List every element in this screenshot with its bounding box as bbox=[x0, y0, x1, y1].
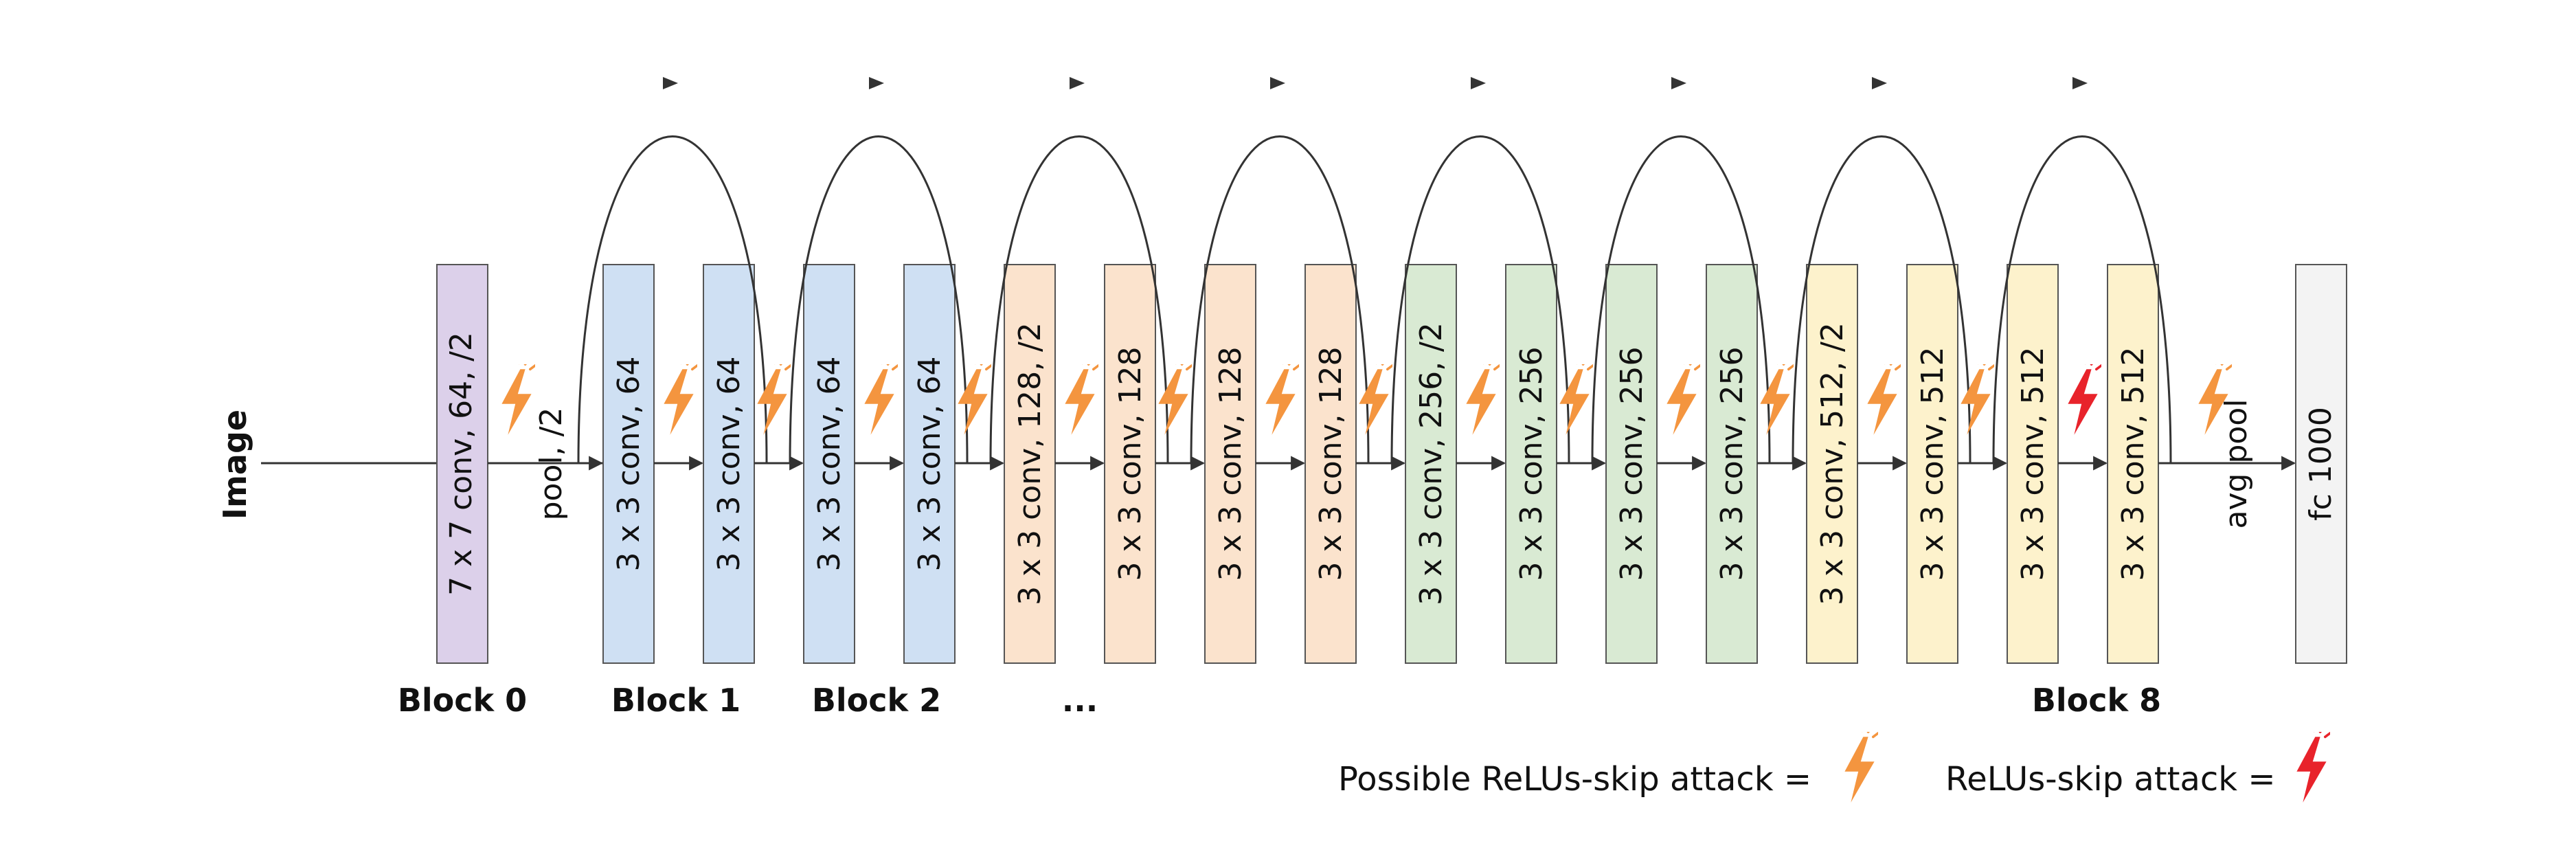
block-label-8: Block 8 bbox=[2032, 682, 2161, 719]
possible-attack-bolt-icon bbox=[863, 364, 898, 436]
layer-box-5 bbox=[1004, 264, 1056, 664]
possible-attack-bolt-icon bbox=[1264, 364, 1299, 436]
legend-possible-bolt-icon bbox=[1843, 732, 1878, 804]
layer-box-9 bbox=[1405, 264, 1457, 664]
layer-label-10: 3 x 3 conv, 256 bbox=[1514, 347, 1549, 581]
skip-connection-3 bbox=[989, 135, 1169, 464]
layer-box-17 bbox=[2295, 264, 2347, 664]
skip-arrowhead-7 bbox=[1872, 77, 1887, 89]
layer-box-12 bbox=[1706, 264, 1758, 664]
layer-label-7: 3 x 3 conv, 128 bbox=[1213, 347, 1248, 581]
possible-attack-bolt-icon bbox=[500, 364, 535, 436]
skip-connection-2 bbox=[789, 135, 969, 464]
layer-label-15: 3 x 3 conv, 512 bbox=[2015, 347, 2050, 581]
layer-box-6 bbox=[1104, 264, 1156, 664]
skip-arrowhead-4 bbox=[1270, 77, 1285, 89]
skip-arrowhead-8 bbox=[2072, 77, 2088, 89]
block-label-1: Block 1 bbox=[611, 682, 741, 719]
possible-attack-bolt-icon bbox=[1959, 364, 1994, 436]
layer-label-16: 3 x 3 conv, 512 bbox=[2116, 347, 2151, 581]
block-label-ellipsis: ... bbox=[1062, 682, 1098, 719]
skip-arrowhead-1 bbox=[663, 77, 678, 89]
possible-attack-bolt-icon bbox=[756, 364, 791, 436]
layer-label-13: 3 x 3 conv, 512, /2 bbox=[1815, 322, 1850, 605]
skip-arrowhead-5 bbox=[1471, 77, 1486, 89]
possible-attack-bolt-icon bbox=[1063, 364, 1098, 436]
layer-box-10 bbox=[1505, 264, 1557, 664]
block-label-2: Block 2 bbox=[812, 682, 941, 719]
layer-label-5: 3 x 3 conv, 128, /2 bbox=[1013, 322, 1048, 605]
layer-label-14: 3 x 3 conv, 512 bbox=[1915, 347, 1950, 581]
skip-connection-8 bbox=[1992, 135, 2172, 464]
legend-possible-text: Possible ReLUs-skip attack = bbox=[1338, 760, 1811, 799]
layer-box-8 bbox=[1304, 264, 1357, 664]
input-label: Image bbox=[216, 410, 253, 520]
skip-connection-5 bbox=[1390, 135, 1570, 464]
layer-box-11 bbox=[1605, 264, 1658, 664]
possible-attack-bolt-icon bbox=[1558, 364, 1593, 436]
legend-attack-bolt-icon bbox=[2295, 732, 2330, 804]
skip-arrowhead-2 bbox=[869, 77, 884, 89]
possible-attack-bolt-icon bbox=[1465, 364, 1500, 436]
layer-box-16 bbox=[2107, 264, 2159, 664]
layer-label-12: 3 x 3 conv, 256 bbox=[1715, 347, 1750, 581]
block-label-0: Block 0 bbox=[398, 682, 527, 719]
layer-label-17: fc 1000 bbox=[2303, 407, 2338, 521]
skip-connection-7 bbox=[1792, 135, 1971, 464]
possible-attack-bolt-icon bbox=[1157, 364, 1192, 436]
layer-label-6: 3 x 3 conv, 128 bbox=[1113, 347, 1148, 581]
possible-attack-bolt-icon bbox=[662, 364, 697, 436]
layer-label-1: 3 x 3 conv, 64 bbox=[611, 357, 646, 572]
relu-skip-attack-bolt-icon bbox=[2066, 364, 2101, 436]
skip-connection-6 bbox=[1591, 135, 1771, 464]
layer-label-11: 3 x 3 conv, 256 bbox=[1614, 347, 1649, 581]
skip-arrowhead-3 bbox=[1070, 77, 1085, 89]
layer-label-0: 7 x 7 conv, 64, /2 bbox=[444, 332, 479, 596]
possible-attack-bolt-icon bbox=[1759, 364, 1794, 436]
skip-arrowhead-6 bbox=[1671, 77, 1686, 89]
skip-connection-1 bbox=[577, 135, 768, 464]
layer-label-3: 3 x 3 conv, 64 bbox=[812, 357, 847, 572]
layer-label-2: 3 x 3 conv, 64 bbox=[712, 357, 747, 572]
possible-attack-bolt-icon bbox=[956, 364, 991, 436]
legend-attack-text: ReLUs-skip attack = bbox=[1945, 760, 2276, 799]
possible-attack-bolt-icon bbox=[1665, 364, 1700, 436]
layer-label-9: 3 x 3 conv, 256, /2 bbox=[1414, 322, 1449, 605]
possible-attack-bolt-icon bbox=[1866, 364, 1901, 436]
layer-box-14 bbox=[1906, 264, 1958, 664]
layer-label-4: 3 x 3 conv, 64 bbox=[912, 357, 947, 572]
layer-box-3 bbox=[803, 264, 855, 664]
layer-label-8: 3 x 3 conv, 128 bbox=[1313, 347, 1348, 581]
possible-attack-bolt-icon bbox=[1357, 364, 1392, 436]
skip-connection-4 bbox=[1190, 135, 1370, 464]
